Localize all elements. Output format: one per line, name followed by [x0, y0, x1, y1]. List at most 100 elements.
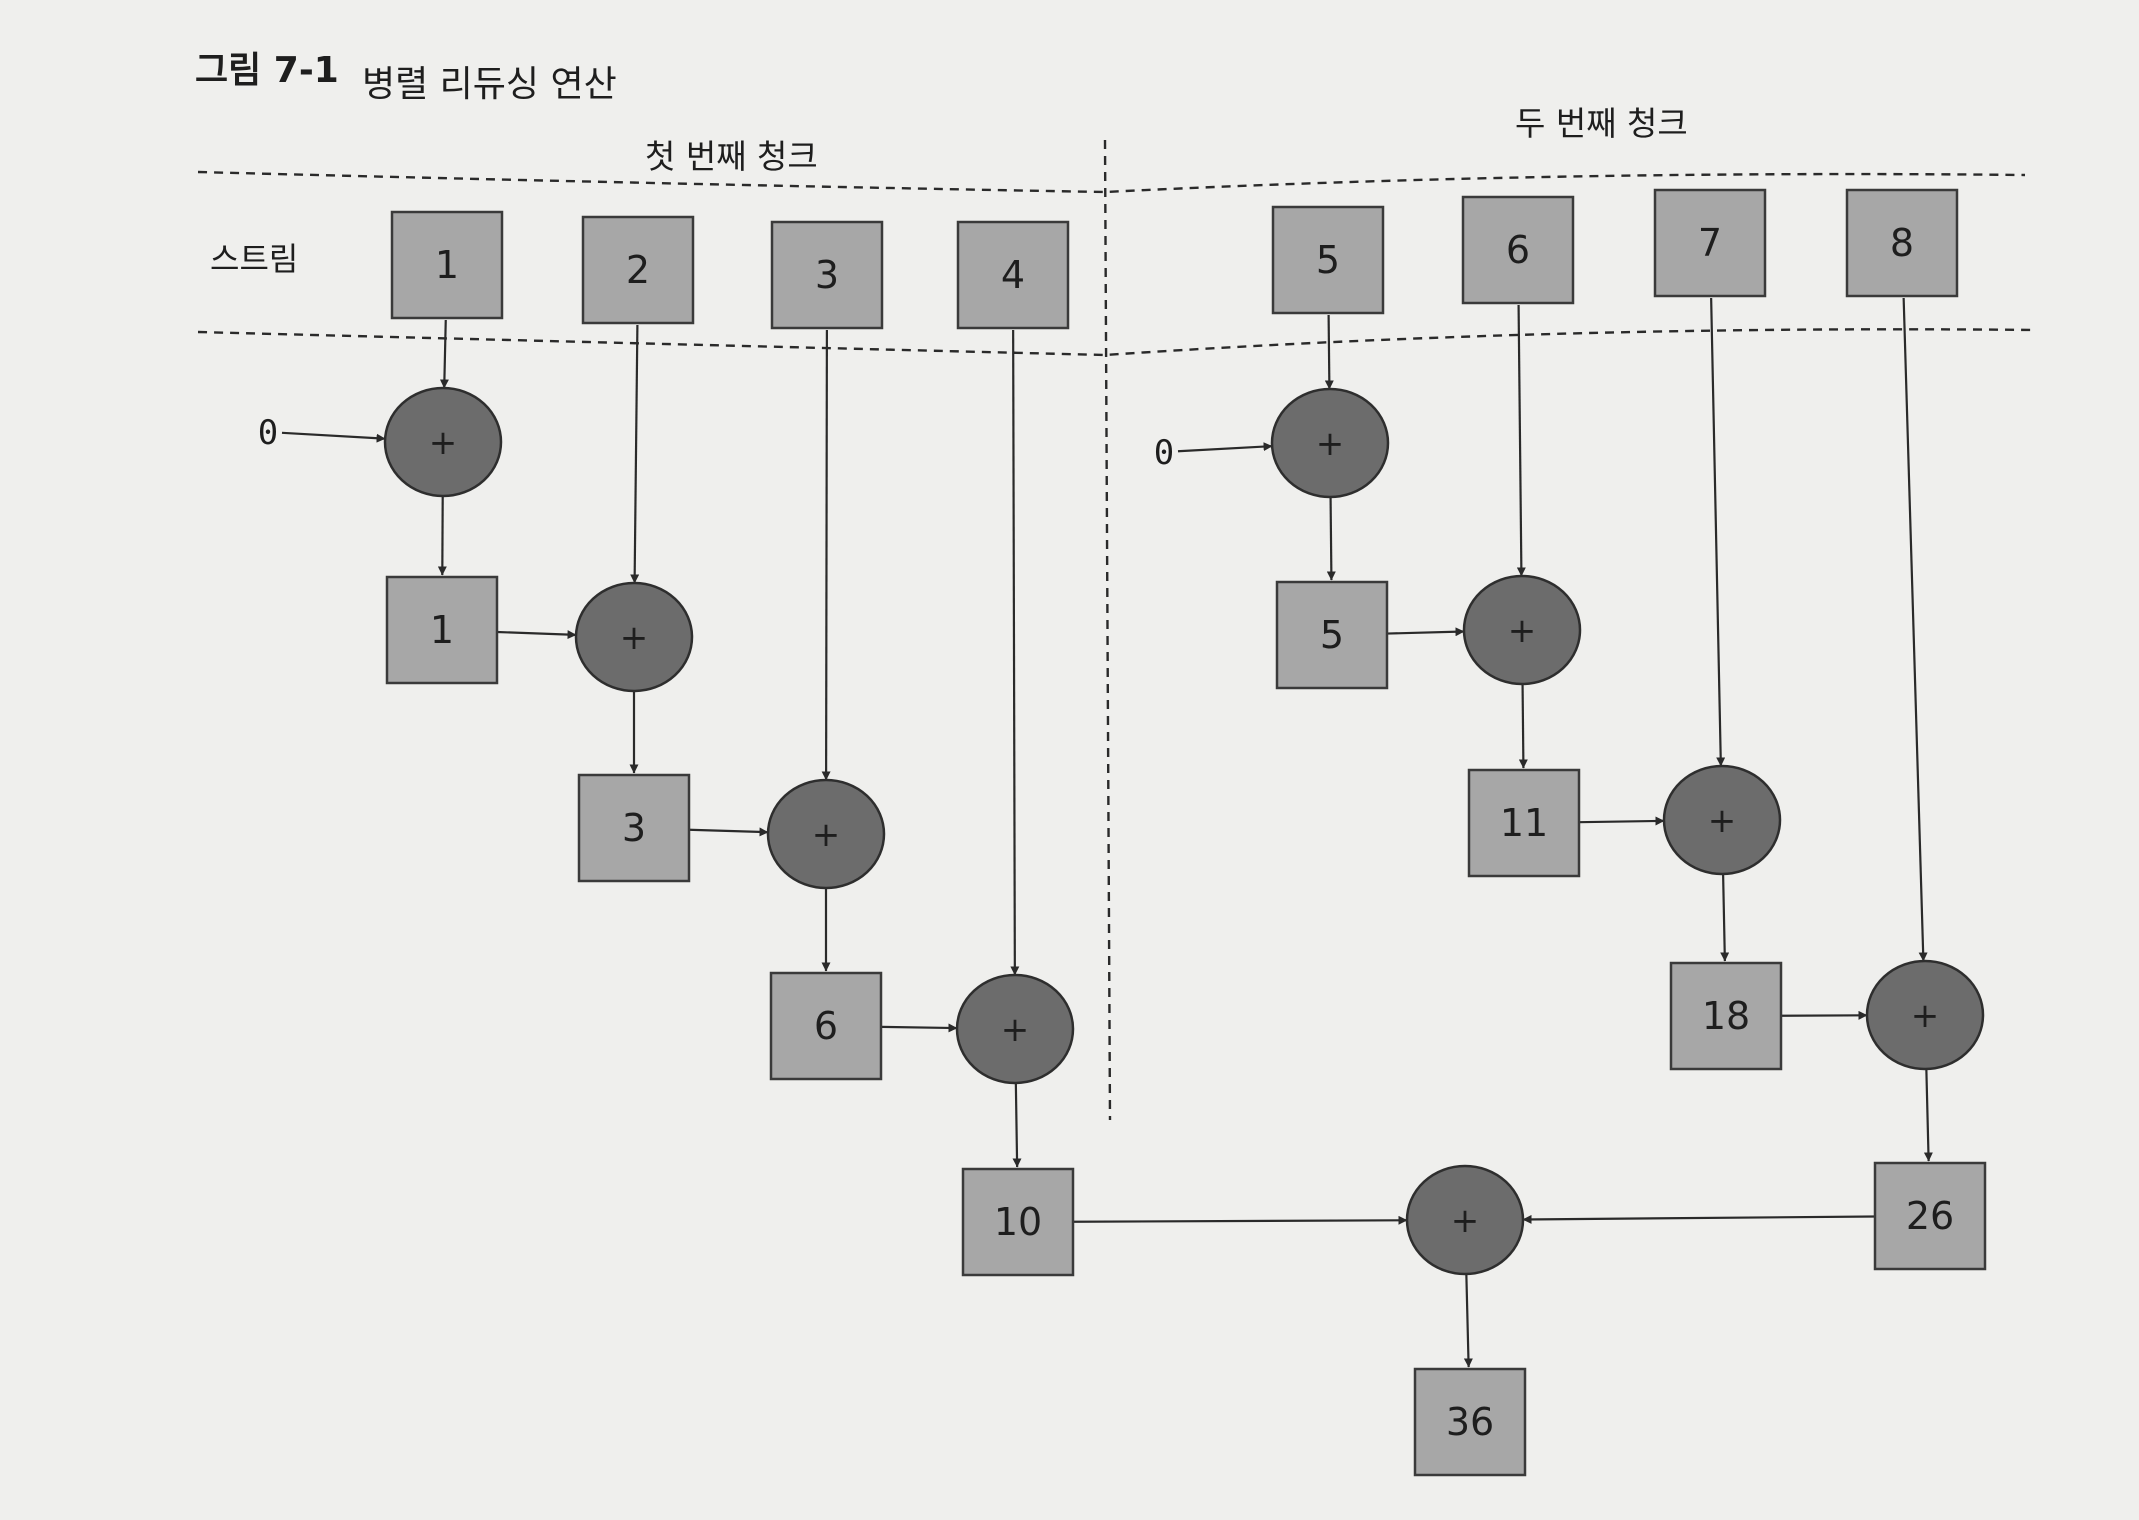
arrow-r6-to-p4 — [880, 1023, 958, 1033]
arrow-q3-to-r18 — [1720, 873, 1730, 962]
node-r11: 11 — [1467, 768, 1581, 878]
initial-value-zero: 0 — [258, 413, 278, 453]
plus-operator-symbol: + — [1911, 996, 1940, 1036]
node-z2: 0 — [1154, 433, 1174, 473]
arrow-z1-to-p1 — [281, 431, 386, 443]
plus-operator-node — [383, 386, 503, 498]
arrow-s2-to-p2 — [630, 324, 640, 584]
value-box — [1669, 961, 1783, 1071]
arrow-s1-to-p1 — [439, 319, 449, 389]
arrow-r5-to-q2 — [1386, 627, 1465, 637]
first-chunk-label: 첫 번째 청크 — [645, 137, 818, 176]
value-box — [961, 1167, 1075, 1277]
stream-bottom-dashed-line — [197, 328, 2036, 357]
stream-boundaries — [197, 139, 2036, 1121]
plus-operator-symbol: + — [1451, 1201, 1480, 1241]
arrow-s7-to-q3 — [1710, 297, 1726, 767]
value-box-label: 8 — [1890, 221, 1914, 265]
value-box — [385, 575, 499, 685]
arrow-s3-to-p3 — [821, 329, 831, 781]
node-s7: 7 — [1653, 188, 1767, 298]
node-s1: 1 — [390, 210, 504, 320]
stream-label: 스트림 — [210, 240, 298, 278]
plus-operator-symbol: + — [812, 815, 841, 855]
arrow-pf-to-r36 — [1463, 1273, 1473, 1368]
value-box-label: 6 — [1506, 228, 1530, 272]
node-r18: 18 — [1669, 961, 1783, 1071]
plus-operator-symbol: + — [620, 618, 649, 658]
figure-label: 그림 7-1 — [195, 50, 339, 91]
value-box — [769, 971, 883, 1081]
node-p1: + — [383, 386, 503, 498]
arrow-s4-to-p4 — [1010, 329, 1020, 976]
value-box — [581, 215, 695, 325]
node-q4: + — [1865, 959, 1985, 1071]
value-box-label: 5 — [1316, 238, 1340, 282]
node-q3: + — [1662, 764, 1782, 876]
value-box — [1845, 188, 1959, 298]
value-box — [1413, 1367, 1527, 1477]
value-box-label: 36 — [1446, 1400, 1494, 1444]
value-box-label: 3 — [622, 806, 646, 850]
plus-operator-node — [574, 581, 694, 693]
stream-top-dashed-line — [197, 170, 2026, 194]
value-box-label: 18 — [1702, 994, 1750, 1038]
arrow-r26-to-pf — [1522, 1214, 1876, 1224]
node-r26: 26 — [1873, 1161, 1987, 1271]
plus-operator-symbol: + — [429, 423, 458, 463]
arrow-r3-to-p3 — [688, 827, 769, 837]
arrow-p4-to-r10 — [1012, 1082, 1022, 1168]
node-pf: + — [1405, 1164, 1525, 1276]
value-box-label: 1 — [435, 243, 459, 287]
node-z1: 0 — [258, 413, 278, 453]
plus-operator-symbol: + — [1001, 1010, 1030, 1050]
value-box — [1653, 188, 1767, 298]
plus-operator-symbol: + — [1316, 424, 1345, 464]
node-p4: + — [955, 973, 1075, 1085]
node-r10: 10 — [961, 1167, 1075, 1277]
arrow-s5-to-q1 — [1324, 314, 1334, 390]
node-p3: + — [766, 778, 886, 890]
node-s5: 5 — [1271, 205, 1385, 315]
value-box — [1467, 768, 1581, 878]
node-r36: 36 — [1413, 1367, 1527, 1477]
arrow-r10-to-pf — [1072, 1215, 1408, 1225]
initial-value-zero: 0 — [1154, 433, 1174, 473]
node-p2: + — [574, 581, 694, 693]
value-box — [577, 773, 691, 883]
chunk-divider-line — [1103, 139, 1112, 1121]
plus-operator-node — [1662, 764, 1782, 876]
arrow-q1-to-r5 — [1326, 496, 1336, 581]
figure-title: 병렬 리듀싱 연산 — [362, 64, 617, 105]
value-box-label: 5 — [1320, 613, 1344, 657]
value-box-label: 2 — [626, 248, 650, 292]
value-box — [770, 220, 884, 330]
node-s4: 4 — [956, 220, 1070, 330]
arrow-r1-to-p2 — [496, 630, 577, 640]
plus-operator-node — [766, 778, 886, 890]
arrow-s6-to-q2 — [1516, 304, 1526, 577]
node-r3: 3 — [577, 773, 691, 883]
plus-operator-node — [1865, 959, 1985, 1071]
value-box-label: 1 — [430, 608, 454, 652]
second-chunk-label: 두 번째 청크 — [1515, 104, 1688, 143]
plus-operator-symbol: + — [1708, 801, 1737, 841]
arrow-q2-to-r11 — [1518, 683, 1528, 769]
node-q1: + — [1270, 387, 1390, 499]
node-s8: 8 — [1845, 188, 1959, 298]
value-box — [1271, 205, 1385, 315]
value-box-label: 26 — [1906, 1194, 1954, 1238]
node-s6: 6 — [1461, 195, 1575, 305]
node-s2: 2 — [581, 215, 695, 325]
arrow-z2-to-q1 — [1177, 442, 1273, 453]
value-box-label: 3 — [815, 253, 839, 297]
value-box-label: 11 — [1500, 801, 1548, 845]
node-r6: 6 — [769, 971, 883, 1081]
value-box-label: 10 — [994, 1200, 1042, 1244]
value-box — [1275, 580, 1389, 690]
plus-operator-node — [955, 973, 1075, 1085]
edge-layer — [281, 297, 1933, 1368]
value-box — [956, 220, 1070, 330]
